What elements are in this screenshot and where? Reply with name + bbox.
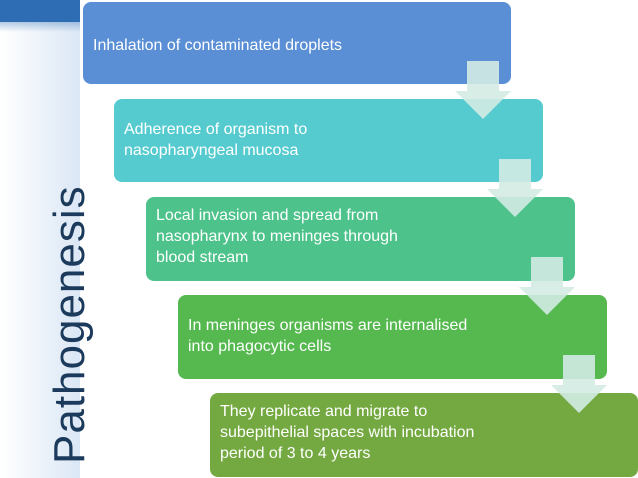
slide-title: Pathogenesis (45, 185, 94, 464)
side-panel (0, 0, 80, 478)
step-5-text: They replicate and migrate to subepithel… (220, 403, 475, 462)
corner-accent (0, 0, 80, 22)
step-1-text: Inhalation of contaminated droplets (93, 37, 343, 54)
step-3-text: Local invasion and spread from nasophary… (156, 207, 398, 266)
step-4-text: In meninges organisms are internalised i… (188, 317, 468, 355)
step-2-text: Adherence of organism to nasopharyngeal … (124, 121, 308, 159)
step-3-box: Local invasion and spread from nasophary… (146, 197, 575, 281)
step-5-box: They replicate and migrate to subepithel… (210, 393, 638, 477)
step-1-box: Inhalation of contaminated droplets (83, 2, 511, 84)
step-4-box: In meninges organisms are internalised i… (178, 295, 607, 379)
step-2-box: Adherence of organism to nasopharyngeal … (114, 99, 543, 182)
down-arrow-icon (455, 61, 511, 119)
down-arrow-icon (519, 257, 575, 315)
corner-shadow (0, 22, 80, 32)
down-arrow-icon (551, 355, 607, 413)
down-arrow-icon (487, 159, 543, 217)
